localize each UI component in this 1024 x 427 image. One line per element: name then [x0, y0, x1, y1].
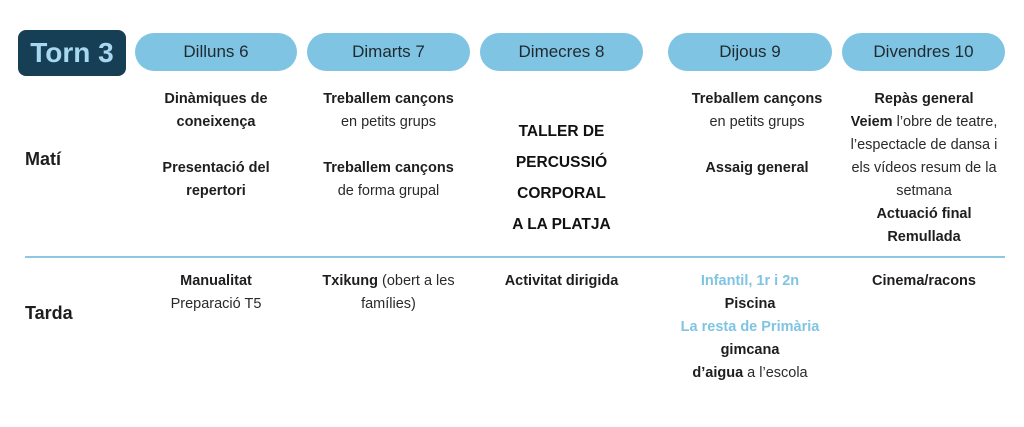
taller-line: PERCUSSIÓ — [515, 154, 608, 171]
tarda-divendres: Cinema/racons — [843, 270, 1005, 293]
activity-title: gimcana — [720, 342, 780, 358]
tarda-dijous: Infantil, 1r i 2n Piscina La resta de Pr… — [668, 270, 832, 385]
taller-line: A LA PLATJA — [512, 216, 611, 233]
activity-text: Cinema/racons — [872, 273, 976, 289]
taller-line: TALLER DE — [518, 123, 605, 140]
mati-dimecres: TALLER DE PERCUSSIÓ CORPORAL A LA PLATJA — [480, 116, 643, 240]
activity-text: Presentació del repertori — [162, 160, 270, 199]
taller-line: CORPORAL — [517, 185, 606, 202]
group-label: Infantil, 1r i 2n — [700, 273, 800, 289]
activity-text: Assaig general — [705, 160, 809, 176]
activity-text: Dinàmiques de coneixença — [164, 91, 268, 130]
day-header-divendres: Divendres 10 — [842, 33, 1005, 71]
activity-detail: l’obre de teatre, l’espectacle de dansa … — [850, 114, 998, 199]
mati-dilluns: Dinàmiques de coneixença Presentació del… — [145, 88, 287, 203]
activity-title: Treballem cançons — [323, 91, 454, 107]
tarda-dimarts: Txikung (obert a les famílies) — [307, 270, 470, 316]
activity-detail: en petits grups — [340, 114, 437, 130]
row-label-tarda: Tarda — [25, 303, 73, 323]
activity-detail: a l’escola — [747, 365, 808, 381]
day-header-dilluns: Dilluns 6 — [135, 33, 297, 71]
activity-title: Veiem — [850, 114, 893, 130]
activity-text: Remullada — [887, 229, 961, 245]
day-header-dimarts: Dimarts 7 — [307, 33, 470, 71]
tarda-dilluns: Manualitat Preparació T5 — [135, 270, 297, 316]
activity-detail: en petits grups — [709, 114, 805, 130]
activity-text: Activitat dirigida — [504, 273, 619, 289]
activity-text: Piscina — [724, 296, 776, 312]
activity-detail: de forma grupal — [337, 183, 440, 199]
torn-badge: Torn 3 — [18, 30, 126, 76]
activity-detail: (obert a les famílies) — [361, 273, 455, 312]
activity-detail: Preparació T5 — [170, 296, 262, 312]
row-label-mati: Matí — [25, 149, 61, 169]
mati-dijous: Treballem cançons en petits grups Assaig … — [668, 88, 846, 180]
activity-title: Manualitat — [180, 273, 252, 289]
activity-title: Treballem cançons — [691, 91, 823, 107]
day-header-dimecres: Dimecres 8 — [480, 33, 643, 71]
activity-title: d’aigua — [692, 365, 744, 381]
activity-text: Actuació final — [876, 206, 972, 222]
tarda-dimecres: Activitat dirigida — [480, 270, 643, 293]
activity-title: Txikung — [322, 273, 378, 289]
activity-title: Treballem cançons — [323, 160, 454, 176]
mati-divendres: Repàs general Veiem l’obre de teatre, l’… — [843, 88, 1005, 249]
row-divider — [25, 256, 1005, 258]
group-label: La resta de Primària — [680, 319, 820, 335]
day-header-dijous: Dijous 9 — [668, 33, 832, 71]
mati-dimarts: Treballem cançons en petits grups Treball… — [307, 88, 470, 203]
activity-text: Repàs general — [874, 91, 974, 107]
